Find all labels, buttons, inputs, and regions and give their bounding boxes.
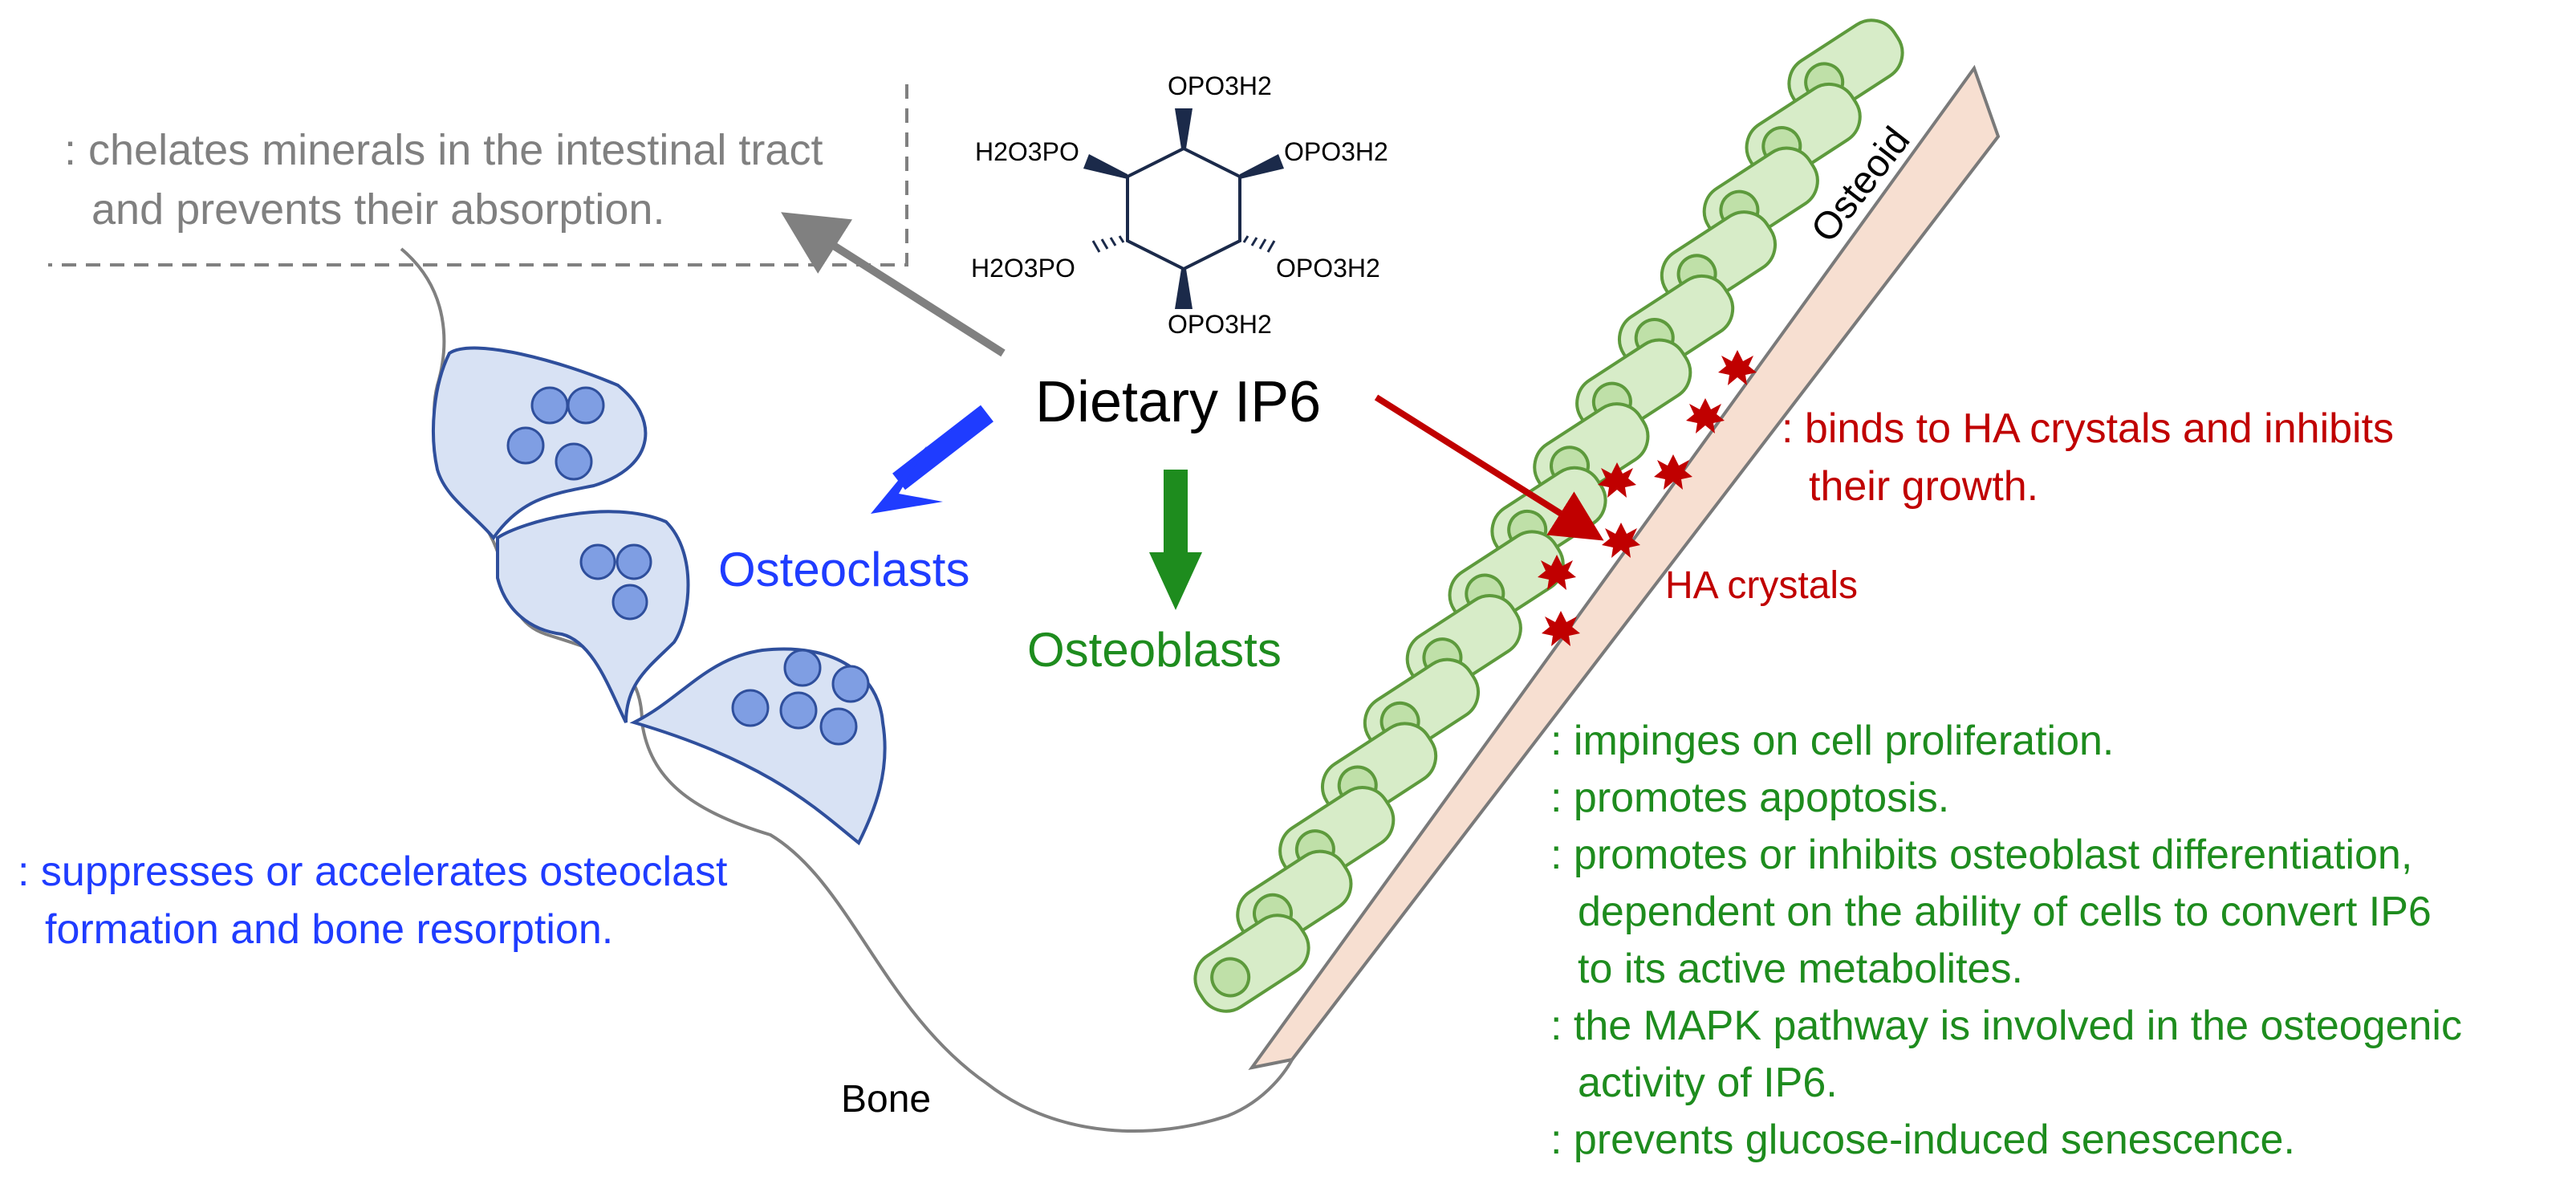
crystal-note-line-2: their growth. (1809, 463, 2039, 510)
osteoclast-note-line-1: : suppresses or accelerates osteoclast (18, 848, 728, 895)
osteoblast-note-line: : promotes or inhibits osteoblast differ… (1550, 832, 2413, 878)
crystal-note-line-1: : binds to HA crystals and inhibits (1782, 405, 2395, 452)
osteoclast-cells (432, 346, 887, 846)
phosphate-lower-left: H2O3PO (971, 254, 1075, 283)
blue-arrow (871, 405, 993, 514)
osteoblast-note-line: activity of IP6. (1578, 1060, 1838, 1106)
mineral-note-line-2: and prevents their absorption. (91, 185, 665, 234)
osteoblast-note-line: : promotes apoptosis. (1550, 775, 1950, 821)
osteoblasts-label: Osteoblasts (1027, 623, 1282, 677)
mineral-note-line-1: : chelates minerals in the intestinal tr… (64, 126, 823, 174)
red-arrow (1374, 394, 1604, 541)
gray-arrow (781, 212, 1006, 357)
osteoblast-note-line: : prevents glucose-induced senescence. (1550, 1117, 2295, 1163)
osteoclast-nuclei (506, 386, 870, 746)
osteoclast-note: : suppresses or accelerates osteoclast f… (18, 843, 727, 958)
bone-label: Bone (841, 1078, 931, 1121)
osteoblast-note-line: to its active metabolites. (1578, 946, 2023, 992)
osteoblast-cell (1193, 913, 1310, 1013)
inositol-ring (1126, 146, 1241, 271)
phosphate-upper-right: OPO3H2 (1284, 137, 1388, 166)
phosphate-upper-left: H2O3PO (975, 137, 1079, 166)
ha-crystals-label: HA crystals (1665, 564, 1858, 607)
osteoclasts-label: Osteoclasts (718, 543, 969, 596)
osteoclast-cell (629, 647, 887, 846)
osteoclast-cell (496, 510, 690, 723)
osteoclast-note-line-2: formation and bone resorption. (45, 906, 614, 953)
osteoblast-nucleus (1210, 957, 1251, 998)
intestinal-boundary-dashed (48, 84, 908, 267)
green-arrow (1149, 470, 1202, 610)
dietary-ip6-label: Dietary IP6 (1035, 370, 1321, 434)
phosphate-lower-right: OPO3H2 (1276, 254, 1380, 283)
ip6-molecule: OPO3H2 OPO3H2 OPO3H2 OPO3H2 H2O3PO H2O3P… (971, 71, 1388, 339)
osteoblast-note-line: : impinges on cell proliferation. (1550, 718, 2115, 764)
crystal-note: : binds to HA crystals and inhibits thei… (1782, 400, 2394, 515)
phosphate-bottom: OPO3H2 (1168, 310, 1272, 339)
osteoblast-note-line: dependent on the ability of cells to con… (1578, 889, 2432, 935)
phosphate-top: OPO3H2 (1168, 71, 1272, 100)
osteoblast-note-line: : the MAPK pathway is involved in the os… (1550, 1003, 2462, 1049)
mineral-chelation-note: : chelates minerals in the intestinal tr… (64, 120, 823, 239)
osteoblast-notes: : impinges on cell proliferation. : prom… (1550, 713, 2462, 1169)
